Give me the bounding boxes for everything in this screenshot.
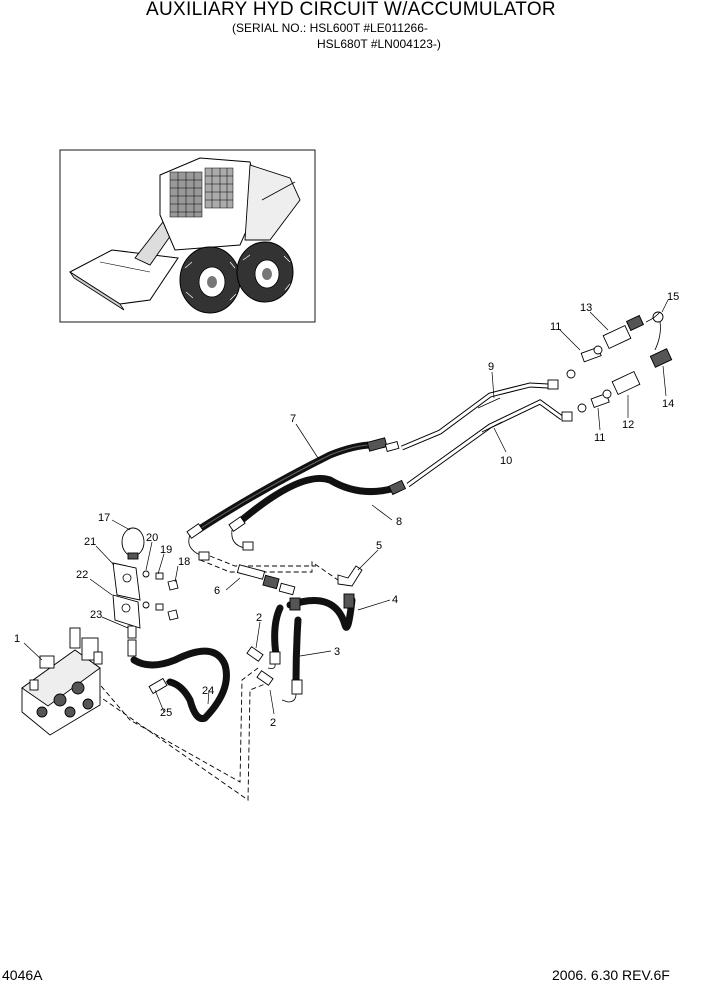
callout-6: 6 bbox=[214, 585, 220, 597]
callout-19: 19 bbox=[160, 544, 172, 556]
callout-10: 10 bbox=[500, 455, 512, 467]
serial-line-2: HSL680T #LN004123-) bbox=[317, 37, 441, 51]
callout-numbers: 1 2 2 3 4 5 6 7 8 9 10 11 11 12 13 14 15… bbox=[14, 291, 679, 729]
callout-2-upper: 2 bbox=[256, 612, 262, 624]
dashed-connection-lines bbox=[89, 555, 339, 801]
accumulator-assembly bbox=[112, 527, 179, 629]
fittings bbox=[127, 311, 673, 703]
figure-number: 4046A bbox=[2, 967, 43, 983]
callout-7: 7 bbox=[290, 413, 296, 425]
callout-12: 12 bbox=[622, 419, 634, 431]
rigid-tubes bbox=[401, 382, 564, 488]
callout-20: 20 bbox=[146, 532, 158, 544]
callout-24: 24 bbox=[202, 685, 214, 697]
callout-15: 15 bbox=[667, 291, 679, 303]
callout-17: 17 bbox=[98, 512, 110, 524]
callout-1: 1 bbox=[14, 633, 20, 645]
callout-5: 5 bbox=[376, 540, 382, 552]
callout-8: 8 bbox=[396, 516, 402, 528]
date-revision: 2006. 6.30 REV.6F bbox=[552, 967, 670, 983]
callout-11-lower: 11 bbox=[594, 432, 605, 444]
callout-14: 14 bbox=[662, 398, 674, 410]
callout-4: 4 bbox=[392, 594, 398, 606]
callout-11-upper: 11 bbox=[550, 321, 561, 333]
page-title: AUXILIARY HYD CIRCUIT W/ACCUMULATOR bbox=[146, 0, 556, 20]
control-valve bbox=[21, 627, 103, 736]
inset-loader-illustration bbox=[59, 149, 316, 323]
hydraulic-hoses bbox=[130, 441, 399, 723]
serial-line-1: (SERIAL NO.: HSL600T #LE011266- bbox=[232, 21, 428, 35]
callout-21: 21 bbox=[84, 536, 96, 548]
callout-22: 22 bbox=[76, 569, 88, 581]
callout-18: 18 bbox=[178, 556, 190, 568]
callout-3: 3 bbox=[334, 646, 340, 658]
callout-25: 25 bbox=[160, 707, 172, 719]
callout-23: 23 bbox=[90, 609, 102, 621]
callout-2-lower: 2 bbox=[270, 717, 276, 729]
leader-lines bbox=[23, 299, 669, 715]
callout-13: 13 bbox=[580, 302, 592, 314]
callout-9: 9 bbox=[488, 361, 494, 373]
